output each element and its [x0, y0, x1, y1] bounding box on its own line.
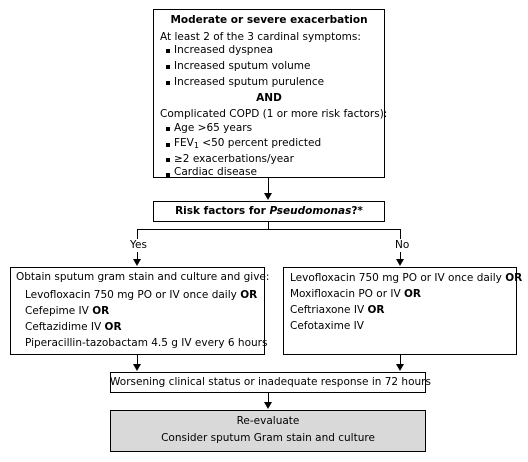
right-item-cefotaxime: Cefotaxime IV: [290, 320, 364, 332]
left-item-cefepime: Cefepime IV OR: [25, 305, 110, 317]
connector: [268, 393, 269, 402]
reevaluate-box: [110, 410, 426, 452]
reevaluate-title: Re-evaluate: [236, 415, 300, 427]
connector: [268, 222, 269, 230]
and-label: AND: [256, 92, 282, 104]
bullet: [166, 127, 170, 131]
right-item-ceftriaxone: Ceftriaxone IV OR: [290, 304, 385, 316]
risk-cardiac: Cardiac disease: [174, 166, 257, 178]
bullet: [166, 158, 170, 162]
no-label: No: [393, 239, 412, 252]
bullet: [166, 143, 170, 147]
connector: [137, 355, 138, 364]
pseudomonas-question-box: [153, 201, 385, 222]
left-item-levofloxacin: Levofloxacin 750 mg PO or IV once daily …: [25, 289, 258, 301]
reevaluate-subtitle: Consider sputum Gram stain and culture: [161, 432, 375, 444]
bullet: [166, 65, 170, 69]
pseudomonas-yes-regimen-box: [10, 267, 265, 355]
symptom-sputum-purulence: Increased sputum purulence: [174, 76, 325, 88]
arrowhead: [133, 259, 141, 266]
right-item-levofloxacin: Levofloxacin 750 mg PO or IV once daily …: [290, 272, 523, 284]
left-intro: Obtain sputum gram stain and culture and…: [16, 271, 270, 283]
pseudomonas-no-regimen-box: [283, 267, 517, 355]
connector: [268, 178, 269, 193]
worsening-text: Worsening clinical status or inadequate …: [110, 376, 431, 388]
risk-age: Age >65 years: [174, 122, 253, 134]
connector: [400, 355, 401, 364]
risk-fev1: FEV1 <50 percent predicted: [174, 137, 322, 150]
yes-label: Yes: [128, 239, 149, 252]
pseudomonas-question: Risk factors for Pseudomonas?*: [175, 205, 363, 217]
cardinal-intro: At least 2 of the 3 cardinal symptoms:: [160, 31, 361, 43]
connector: [137, 229, 401, 230]
symptom-sputum-volume: Increased sputum volume: [174, 60, 311, 72]
arrowhead: [264, 193, 272, 200]
bullet: [166, 81, 170, 85]
symptom-dyspnea: Increased dyspnea: [174, 44, 274, 56]
arrowhead: [396, 259, 404, 266]
risk-intro: Complicated COPD (1 or more risk factors…: [160, 108, 388, 120]
arrowhead: [133, 364, 141, 371]
exacerbation-criteria-box: [153, 9, 385, 178]
left-item-piperacillin: Piperacillin-tazobactam 4.5 g IV every 6…: [25, 337, 268, 349]
worsening-status-box: [110, 372, 426, 393]
bullet: [166, 173, 170, 177]
risk-exacerbations: ≥2 exacerbations/year: [174, 153, 294, 165]
bullet: [166, 49, 170, 53]
exacerbation-title: Moderate or severe exacerbation: [170, 14, 368, 26]
arrowhead: [264, 402, 272, 409]
right-item-moxifloxacin: Moxifloxacin PO or IV OR: [290, 288, 421, 300]
left-item-ceftazidime: Ceftazidime IV OR: [25, 321, 122, 333]
arrowhead: [396, 364, 404, 371]
